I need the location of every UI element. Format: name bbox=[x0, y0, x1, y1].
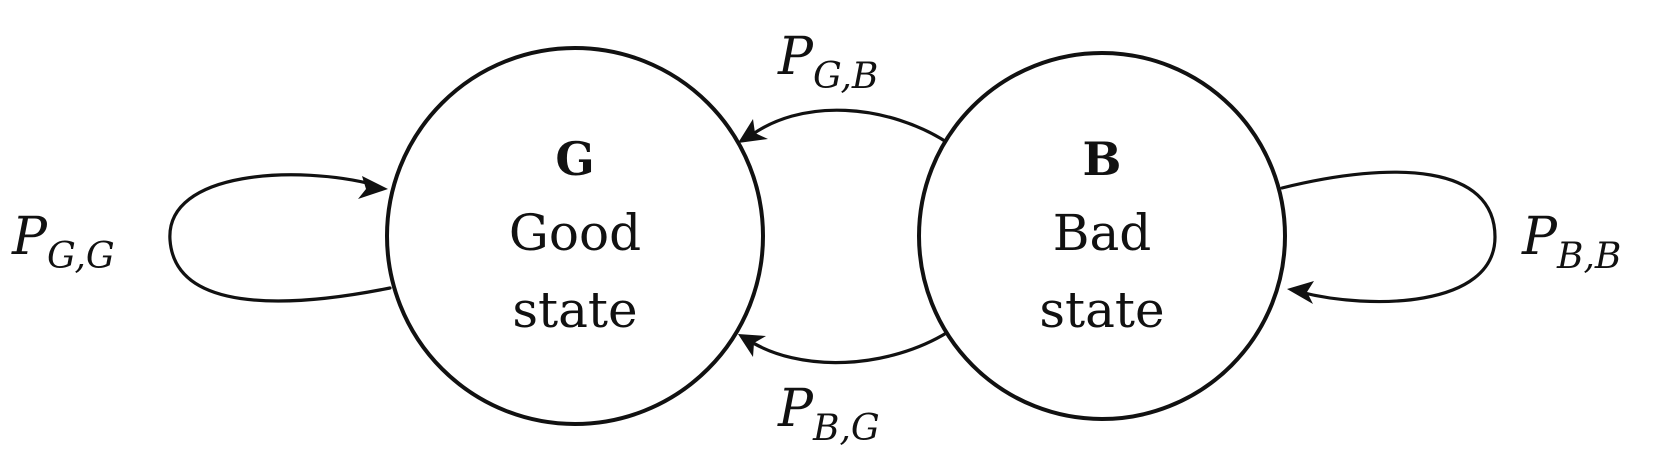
state-node-good: G Good state bbox=[385, 46, 765, 426]
arrowhead-good-self-loop bbox=[358, 176, 388, 199]
edge-upper-arc bbox=[743, 108, 950, 145]
state-letter-bad: B bbox=[1083, 132, 1122, 186]
state-circle-good bbox=[385, 46, 765, 426]
arrowhead-lower-arc bbox=[738, 334, 766, 357]
edge-bad-self-loop bbox=[1280, 170, 1497, 304]
state-label-good-line2: state bbox=[512, 281, 637, 339]
state-label-good-line1: Good bbox=[509, 204, 641, 262]
label-p-bb: PB,B bbox=[1521, 207, 1621, 277]
state-label-bad-line2: state bbox=[1039, 281, 1164, 339]
state-circle-bad bbox=[917, 51, 1287, 421]
edge-lower-arc bbox=[743, 330, 950, 365]
label-p-gb: PG,B bbox=[777, 27, 878, 97]
state-letter-good: G bbox=[555, 132, 594, 186]
label-p-gg: PG,G bbox=[11, 207, 115, 277]
edge-good-self-loop bbox=[168, 173, 392, 303]
arrowhead-upper-arc bbox=[738, 119, 768, 143]
state-label-bad-line1: Bad bbox=[1053, 204, 1152, 262]
label-p-bg: PB,G bbox=[777, 379, 880, 449]
state-node-bad: B Bad state bbox=[917, 51, 1287, 421]
arrowhead-bad-self-loop bbox=[1287, 281, 1314, 304]
